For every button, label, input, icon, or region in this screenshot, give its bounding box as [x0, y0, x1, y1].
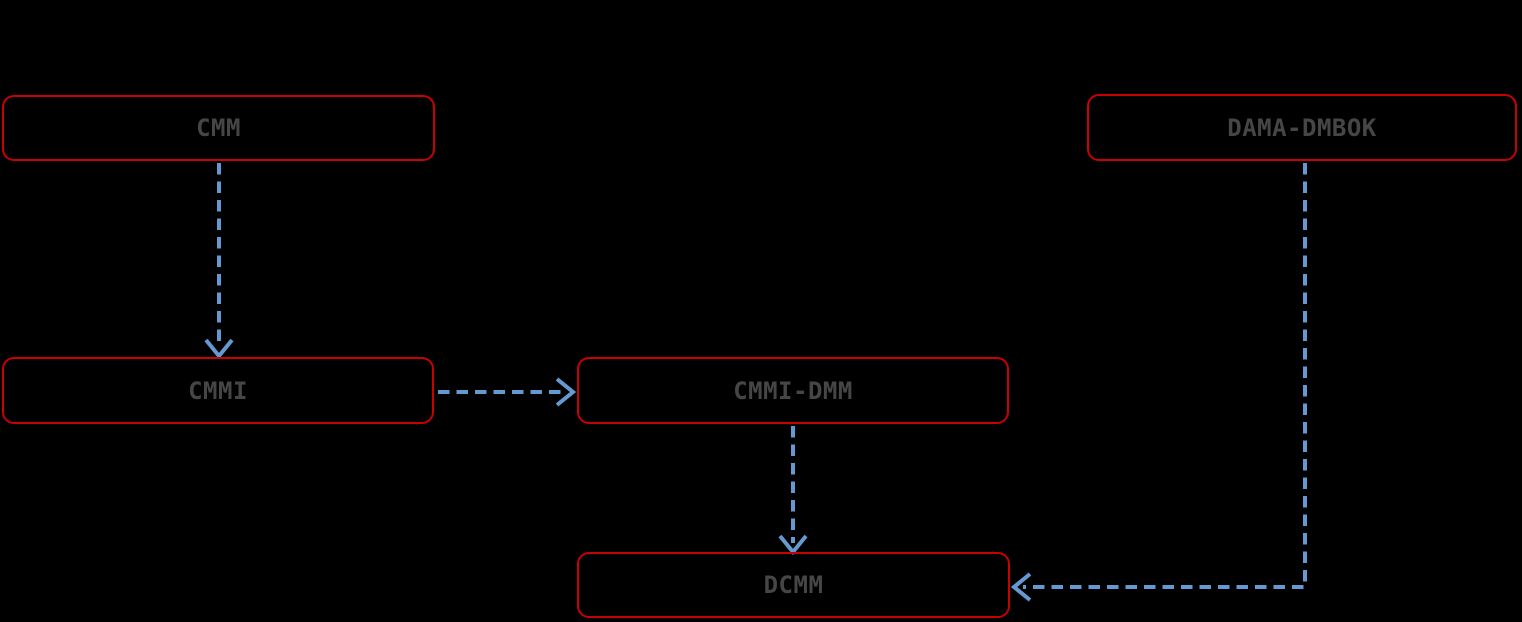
node-dama-dmbok-label: DAMA-DMBOK — [1227, 113, 1377, 142]
node-dcmm-label: DCMM — [763, 571, 824, 599]
node-cmmi-dmm: CMMI-DMM — [577, 357, 1009, 424]
node-cmm-label: CMM — [196, 114, 241, 142]
edge-cmm-to-cmmi — [204, 163, 234, 360]
edge-dama-dmbok-to-dcmm-shaft — [1023, 163, 1307, 589]
node-cmm: CMM — [2, 95, 435, 161]
node-cmmi: CMMI — [2, 357, 434, 424]
node-cmmi-dmm-label: CMMI-DMM — [733, 376, 853, 405]
node-dcmm: DCMM — [577, 552, 1010, 618]
edge-dama-dmbok-to-dcmm — [1010, 163, 1307, 602]
arrowhead-down-icon — [204, 338, 234, 360]
edge-cmmi-to-cmmi-dmm — [438, 377, 577, 407]
node-dama-dmbok: DAMA-DMBOK — [1087, 94, 1517, 161]
node-cmmi-label: CMMI — [188, 376, 248, 405]
arrowhead-right-icon — [555, 377, 577, 407]
edge-cmmi-dmm-to-dcmm — [778, 426, 808, 556]
arrowhead-left-icon — [1010, 572, 1032, 602]
